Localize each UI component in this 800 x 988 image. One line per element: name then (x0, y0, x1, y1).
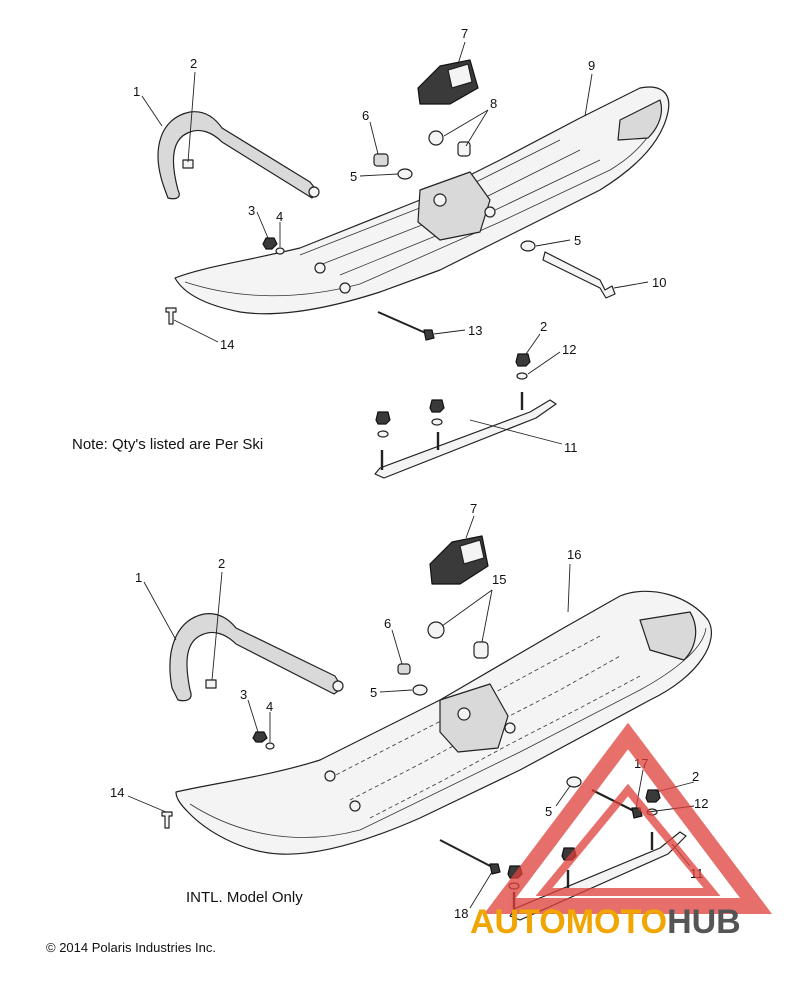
watermark-triangle (483, 722, 773, 914)
top-callout-11: 11 (564, 440, 578, 455)
top-callout-3: 3 (248, 203, 255, 218)
top-mount-hole-3 (314, 262, 326, 274)
bottom-ski-rail (189, 627, 707, 838)
top-nut-3 (262, 237, 278, 250)
copyright-text: © 2014 Polaris Industries Inc. (46, 940, 216, 955)
bottom-mount-hole-4 (349, 800, 361, 812)
top-bolt-13 (377, 311, 429, 335)
bottom-callout-16: 16 (567, 547, 581, 562)
bottom-mount-hole-2 (504, 722, 516, 734)
bottom-handle-end (332, 680, 344, 692)
bottom-ski-mount (439, 683, 509, 753)
bottom-callout-14: 14 (110, 785, 124, 800)
top-ski-tip (617, 99, 663, 141)
bottom-callout-4: 4 (266, 699, 273, 714)
top-callout-13: 13 (468, 323, 482, 338)
bottom-pin-14 (161, 811, 173, 829)
top-mount-hole (433, 193, 447, 207)
top-callout-10: 10 (652, 275, 666, 290)
bottom-ski-handle (169, 613, 343, 702)
top-runner-washer-2 (431, 418, 443, 426)
top-bolt-13-head (423, 329, 435, 341)
bottom-callout-5b: 5 (545, 804, 552, 819)
bottom-ski-tip (639, 611, 697, 661)
top-runner-washer-1 (377, 430, 389, 438)
bottom-bolt-17-head (631, 807, 643, 819)
top-washer-5a (397, 168, 413, 180)
top-runner-nut-1 (375, 411, 391, 425)
bottom-washer-4 (265, 742, 275, 750)
top-mount-hole-4 (339, 282, 351, 294)
bottom-leader-lines (127, 515, 695, 909)
top-washer-4 (275, 247, 285, 255)
bottom-bolt-18 (439, 839, 495, 869)
bottom-callout-18: 18 (454, 906, 468, 921)
watermark-logo: AUTOMOTOHUB (470, 903, 741, 942)
top-pin-14 (165, 307, 177, 325)
top-callout-5a: 5 (350, 169, 357, 184)
bottom-ski-assembly: 1 2 7 16 15 6 5 3 4 14 17 2 5 12 11 18 (110, 501, 712, 921)
top-ski-assembly: 1 2 9 7 8 6 5 3 4 5 10 13 14 2 12 11 (133, 26, 670, 479)
bottom-handle-nut (205, 679, 217, 689)
bottom-callout-12: 12 (694, 796, 708, 811)
top-carbide-runner (374, 399, 557, 479)
top-callout-2b: 2 (540, 319, 547, 334)
top-leader-lines (141, 41, 649, 445)
bottom-callout-6: 6 (384, 616, 391, 631)
watermark-triangle-inner (535, 783, 721, 896)
top-bushing-a (428, 130, 444, 146)
bottom-bushing-a (427, 621, 445, 639)
bottom-nut-3 (252, 731, 268, 743)
bottom-washer-5a (412, 684, 428, 696)
top-callout-12: 12 (562, 342, 576, 357)
top-callout-14: 14 (220, 337, 234, 352)
top-handle-end (308, 186, 320, 198)
bottom-callout-5a: 5 (370, 685, 377, 700)
top-callout-5b: 5 (574, 233, 581, 248)
bottom-ski-chain-2 (349, 655, 621, 801)
top-bushing-b (457, 141, 471, 157)
top-callout-6: 6 (362, 108, 369, 123)
bottom-callout-1: 1 (135, 570, 142, 585)
top-runner-washer-3 (516, 372, 528, 380)
intl-model-note: INTL. Model Only (186, 889, 303, 906)
watermark-triangle-outer (483, 722, 773, 914)
bottom-callout-2: 2 (218, 556, 225, 571)
bottom-ski-chain-3 (369, 675, 641, 819)
bottom-mount-hole-3 (324, 770, 336, 782)
top-ski-spindle-mount (417, 171, 491, 241)
top-bolt-10 (542, 251, 616, 299)
top-callout-2: 2 (190, 56, 197, 71)
bottom-bushing-b (473, 641, 489, 659)
top-part7-insert (447, 63, 473, 89)
top-callout-8: 8 (490, 96, 497, 111)
top-ski-handle (157, 111, 319, 200)
bottom-part6-bushing (397, 663, 411, 675)
watermark-text-secondary: HUB (667, 903, 741, 941)
top-callout-7: 7 (461, 26, 468, 41)
top-washer-5b (520, 240, 536, 252)
top-mount-hole-2 (484, 206, 496, 218)
top-runner-nut-2 (429, 399, 445, 413)
top-callout-9: 9 (588, 58, 595, 73)
bottom-mount-hole (457, 707, 471, 721)
bottom-runner-nut-3 (645, 789, 661, 803)
top-part6-bushing (373, 153, 389, 167)
bottom-washer-5b (566, 776, 582, 788)
top-runner-nut-3 (515, 353, 531, 367)
bottom-callout-2b: 2 (692, 769, 699, 784)
bottom-callout-15: 15 (492, 572, 506, 587)
top-callout-4: 4 (276, 209, 283, 224)
top-callout-1: 1 (133, 84, 140, 99)
bottom-part7-insert (459, 539, 485, 565)
watermark-text-primary: AUTOMOTO (470, 903, 668, 941)
bottom-callout-3: 3 (240, 687, 247, 702)
bottom-bolt-18-head (489, 863, 501, 875)
qty-note: Note: Qty's listed are Per Ski (72, 436, 264, 453)
bottom-callout-7: 7 (470, 501, 477, 516)
